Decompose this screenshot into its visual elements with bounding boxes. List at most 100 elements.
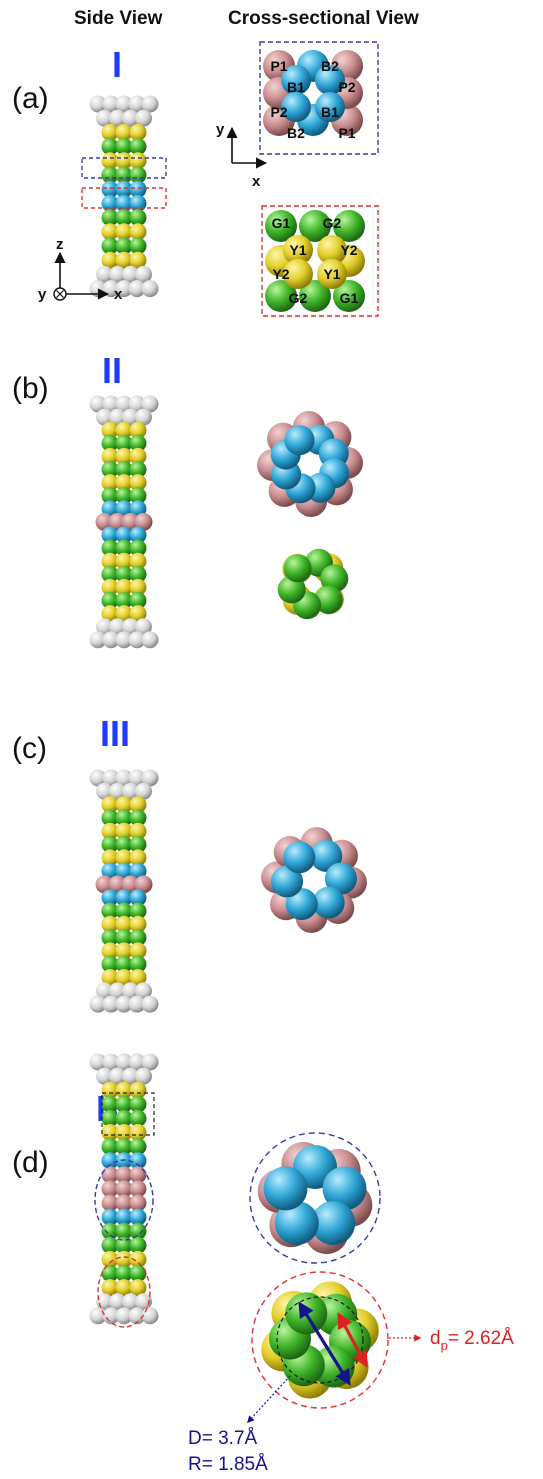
white-atom	[141, 280, 159, 298]
white-atom	[122, 109, 139, 127]
side-view-column-c	[89, 769, 159, 1013]
green-atom	[115, 929, 133, 947]
diameter-D-arrow	[298, 1301, 351, 1386]
cross-section-ring-b-green-yellow	[277, 548, 349, 620]
green-atom	[115, 1236, 133, 1254]
green-atom	[101, 902, 119, 920]
yellow-atom	[129, 447, 147, 465]
white-atom	[141, 95, 159, 113]
yellow-atom	[101, 251, 119, 269]
yellow-atom	[115, 942, 133, 960]
blue-atom	[129, 862, 147, 880]
green-atom	[101, 539, 119, 557]
yellow-atom	[101, 605, 119, 623]
grid-label-g1: G1	[272, 215, 291, 231]
white-atom	[109, 265, 126, 283]
white-atom	[122, 782, 139, 800]
white-atom	[102, 631, 120, 649]
yellow-atom	[101, 1124, 119, 1141]
white-atom	[128, 95, 146, 113]
green-atom	[101, 929, 119, 947]
green-atom	[333, 210, 365, 242]
pink-atom	[95, 875, 114, 894]
white-atom	[122, 618, 139, 636]
grid-label-y1: Y1	[289, 242, 306, 258]
side-blue-dashed-box	[81, 157, 167, 179]
panel-c-roman: III	[100, 713, 130, 754]
green-atom	[299, 280, 331, 312]
white-atom	[115, 631, 133, 649]
yellow-atom	[115, 605, 133, 623]
blue-atom	[101, 889, 119, 907]
blue-atom	[315, 65, 345, 95]
white-atom	[122, 265, 139, 283]
white-atom	[115, 95, 133, 113]
cross-section-header: Cross-sectional View	[228, 8, 419, 29]
white-atom	[141, 1307, 159, 1325]
panel-a-label: (a)	[12, 82, 49, 115]
white-atom	[141, 631, 159, 649]
white-atom	[89, 769, 107, 787]
green-atom	[299, 210, 331, 242]
white-atom	[122, 982, 139, 1000]
blue-atom	[310, 839, 343, 872]
pink-atom	[129, 1180, 147, 1198]
white-atom	[96, 618, 113, 636]
white-atom	[128, 631, 146, 649]
side-view-column-d	[89, 1053, 159, 1325]
yellow-atom	[101, 152, 119, 170]
yellow-atom	[115, 421, 133, 439]
green-atom	[129, 1095, 147, 1113]
yellow-atom	[283, 235, 313, 265]
white-atom	[122, 1293, 139, 1311]
yellow-atom	[115, 969, 133, 986]
dp-value: = 2.62Å	[448, 1328, 514, 1349]
yellow-atom	[101, 849, 119, 867]
blue-atom	[101, 1152, 119, 1170]
green-atom	[115, 902, 133, 920]
white-atom	[135, 982, 152, 1000]
yellow-atom	[115, 552, 133, 570]
D-leader-line	[247, 1375, 291, 1424]
x-axis-label: x	[114, 286, 123, 303]
green-atom	[129, 1109, 147, 1127]
pink-atom	[115, 1194, 133, 1212]
green-atom	[115, 1109, 133, 1127]
white-atom	[109, 782, 126, 800]
white-atom	[96, 408, 113, 426]
green-atom	[115, 836, 133, 853]
blue-atom	[281, 65, 311, 95]
green-atom	[129, 1138, 147, 1156]
yellow-atom	[115, 849, 133, 867]
dp-annotation: dp= 2.62Å	[430, 1328, 514, 1353]
yellow-atom	[115, 1081, 133, 1099]
yellow-atom	[129, 915, 147, 933]
green-atom	[115, 434, 133, 452]
blue-atom	[129, 526, 147, 544]
green-atom	[129, 539, 147, 557]
white-atom	[102, 769, 120, 787]
yellow-atom	[115, 474, 133, 492]
green-atom	[115, 565, 133, 583]
blue-atom	[115, 500, 133, 518]
green-atom	[101, 434, 119, 452]
green-atom	[129, 209, 147, 227]
cross-section-ring-c-blue-pink	[261, 827, 367, 933]
white-atom	[115, 995, 133, 1013]
side-red-dashed-ellipse	[97, 1256, 151, 1328]
yellow-atom	[115, 123, 133, 141]
yellow-atom	[317, 235, 347, 265]
side-blue-dashed-ellipse	[94, 1159, 154, 1241]
green-atom	[129, 487, 147, 505]
grid-label-b1: B1	[321, 104, 339, 120]
white-atom	[128, 1307, 146, 1325]
y-axis-label: y	[38, 286, 47, 303]
yellow-atom	[129, 942, 147, 960]
green-atom	[115, 166, 133, 184]
side-black-dashed-box	[101, 1092, 155, 1136]
pink-atom	[134, 875, 153, 894]
yellow-atom	[101, 552, 119, 570]
blue-atom	[284, 425, 315, 456]
green-atom	[115, 1265, 133, 1282]
